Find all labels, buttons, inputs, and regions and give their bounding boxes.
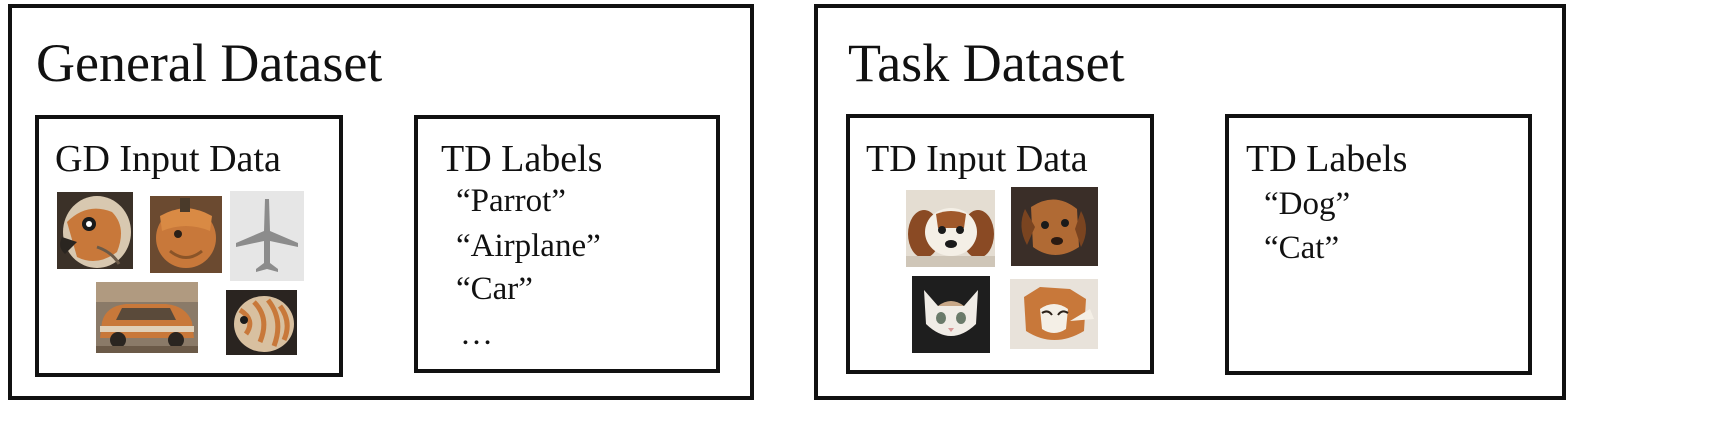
- td-input-data-title: TD Input Data: [866, 138, 1088, 180]
- gd-label-item: …: [460, 316, 493, 352]
- gd-label-item: “Airplane”: [456, 228, 601, 264]
- td-label-item: “Dog”: [1264, 186, 1351, 222]
- gd-input-data-title: GD Input Data: [55, 138, 281, 180]
- parrot-image: [57, 192, 133, 269]
- fish-image: [226, 290, 297, 355]
- airplane-image: [230, 191, 304, 281]
- dog-image-2: [1011, 187, 1098, 266]
- task-dataset-title: Task Dataset: [848, 33, 1125, 93]
- td-labels-title: TD Labels: [1246, 138, 1408, 180]
- td-labels-box: [1225, 114, 1532, 375]
- dog-image-1: [906, 190, 995, 267]
- car-image: [96, 282, 198, 353]
- gd-label-item: “Car”: [456, 271, 533, 307]
- cat-image-2: [1010, 279, 1098, 349]
- gd-labels-title: TD Labels: [441, 138, 603, 180]
- gd-labels-box: [414, 115, 720, 373]
- orange-bird-image: [150, 196, 222, 273]
- td-input-data-box: [846, 114, 1154, 374]
- td-label-item: “Cat”: [1264, 230, 1340, 266]
- cat-image-1: [912, 276, 990, 353]
- general-dataset-title: General Dataset: [36, 33, 383, 93]
- gd-label-item: “Parrot”: [456, 183, 566, 219]
